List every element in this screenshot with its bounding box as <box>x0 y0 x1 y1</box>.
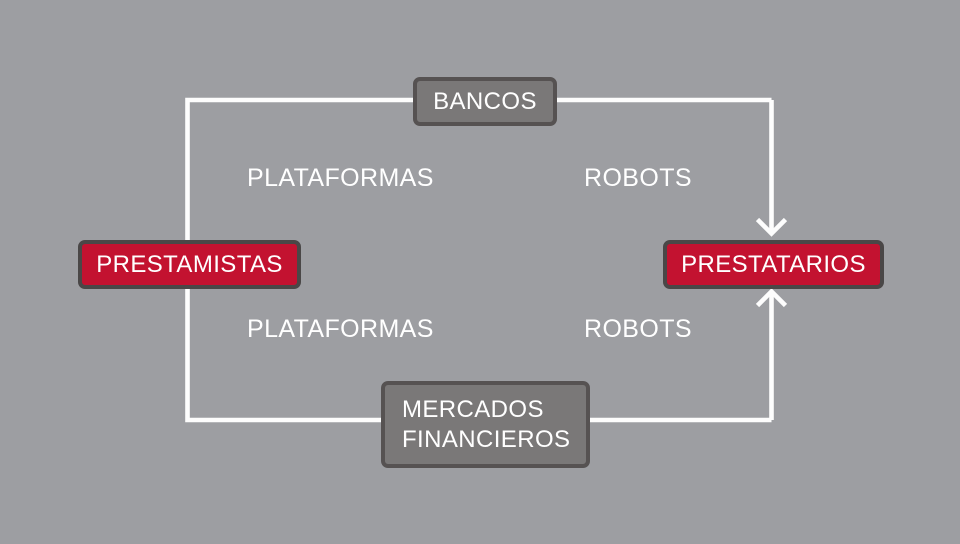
node-prestatarios: PRESTATARIOS <box>663 240 884 289</box>
arrow-head-up-icon <box>755 288 788 308</box>
node-mercados-financieros: MERCADOS FINANCIEROS <box>381 381 590 468</box>
node-mercados-financieros-label-line1: MERCADOS <box>402 395 544 423</box>
node-bancos: BANCOS <box>413 77 557 126</box>
node-prestamistas: PRESTAMISTAS <box>78 240 301 289</box>
node-bancos-label: BANCOS <box>433 87 537 115</box>
node-mercados-financieros-label-line2: FINANCIEROS <box>402 425 571 453</box>
edge-label-plataformas-bottom: PLATAFORMAS <box>247 315 434 343</box>
node-prestamistas-label: PRESTAMISTAS <box>96 250 283 278</box>
edge-label-plataformas-top: PLATAFORMAS <box>247 164 434 192</box>
edge-label-robots-bottom: ROBOTS <box>584 315 692 343</box>
node-prestatarios-label: PRESTATARIOS <box>681 250 866 278</box>
arrow-head-down-icon <box>755 217 788 237</box>
edge-label-robots-top: ROBOTS <box>584 164 692 192</box>
